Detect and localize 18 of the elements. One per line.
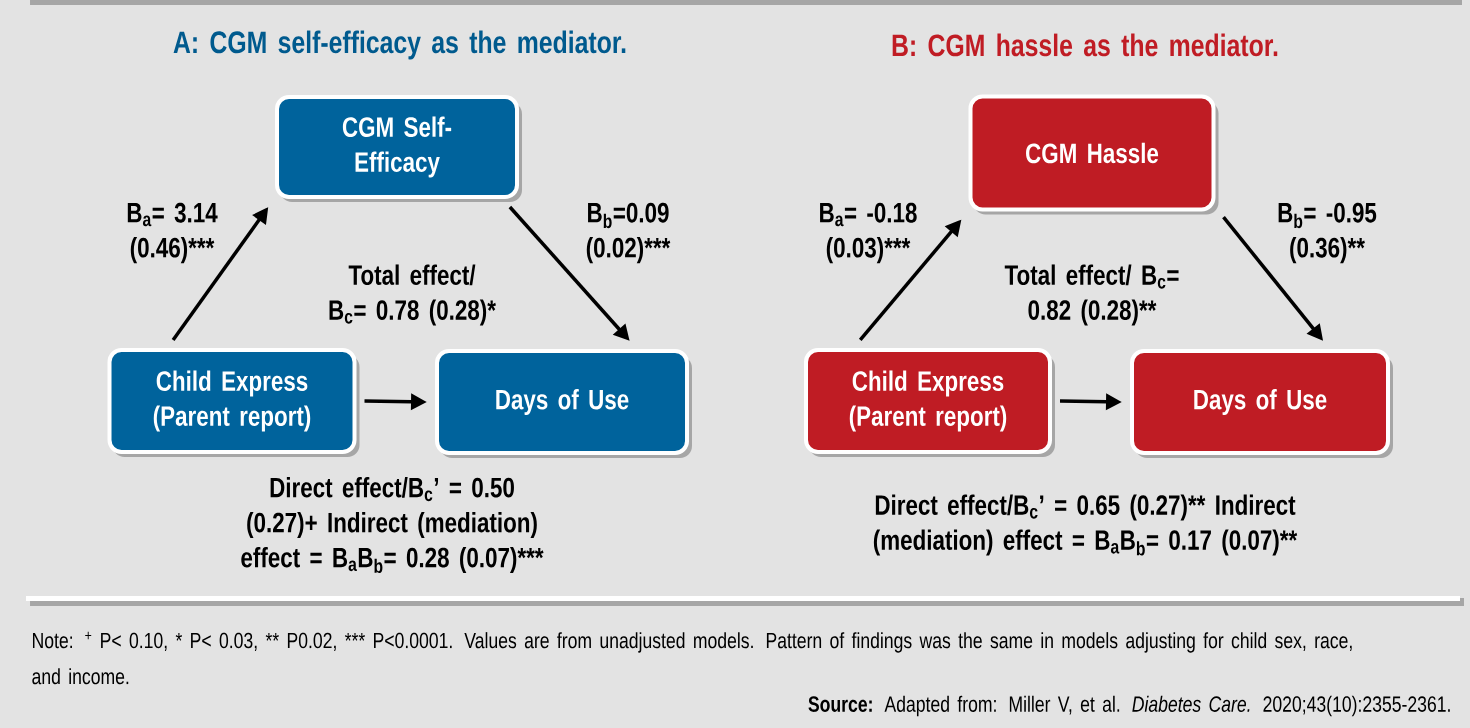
variable-box: CGM Hassle (968, 94, 1219, 215)
effect-label: Total effect/ B$_{c}$= 0.78 (0.28)* (329, 264, 496, 326)
effect-label: Direct effect/B$_{c}$’ = 0.50 (0.27)+ Indirect (mediation) effect = B$_{a}$B$_{b}$= 0.28 (0.07)*** (241, 476, 544, 574)
variable-box: Child Express (Parent report) (107, 348, 360, 457)
edge-label: B$_{b}$= -0.95 (0.36)** (1278, 202, 1377, 264)
effect-label: Direct effect/B$_{c}$’ = 0.65 (0.27)** Indirect (mediation) effect = B$_{a}$B$_{b}$= 0.17 (0.07)** (873, 494, 1298, 556)
variable-box: Days of Use (435, 349, 692, 458)
heading: A: CGM self-efficacy as the mediator. (173, 30, 626, 60)
edge-label: B$_{a}$= 3.14 (0.46)*** (127, 202, 218, 264)
variable-box: Child Express (Parent report) (804, 348, 1055, 457)
heading: B: CGM hassle as the mediator. (892, 33, 1278, 57)
variable-box: Days of Use (1130, 349, 1393, 458)
source-text: Source: Adapted from: Miller V, et al. Diabetes Care. 2020;43(10):2355-2361. (808, 695, 1450, 717)
variable-box: CGM Self-Efficacy (275, 95, 522, 202)
note-text: Note: $^{+}$ P< 0.10, * P< 0.03, ** P0.02, *** P<0.0001. Values are from unadjusted models. Pattern of findings was the same in models adjusting for child sex, race, and income. (32, 631, 1352, 685)
edge-label: B$_{a}$= -0.18 (0.03)*** (820, 202, 917, 264)
effect-label: Total effect/ B$_{c}$= 0.82 (0.28)** (1004, 264, 1179, 326)
edge-label: B$_{b}$=0.09 (0.02)*** (586, 202, 671, 264)
